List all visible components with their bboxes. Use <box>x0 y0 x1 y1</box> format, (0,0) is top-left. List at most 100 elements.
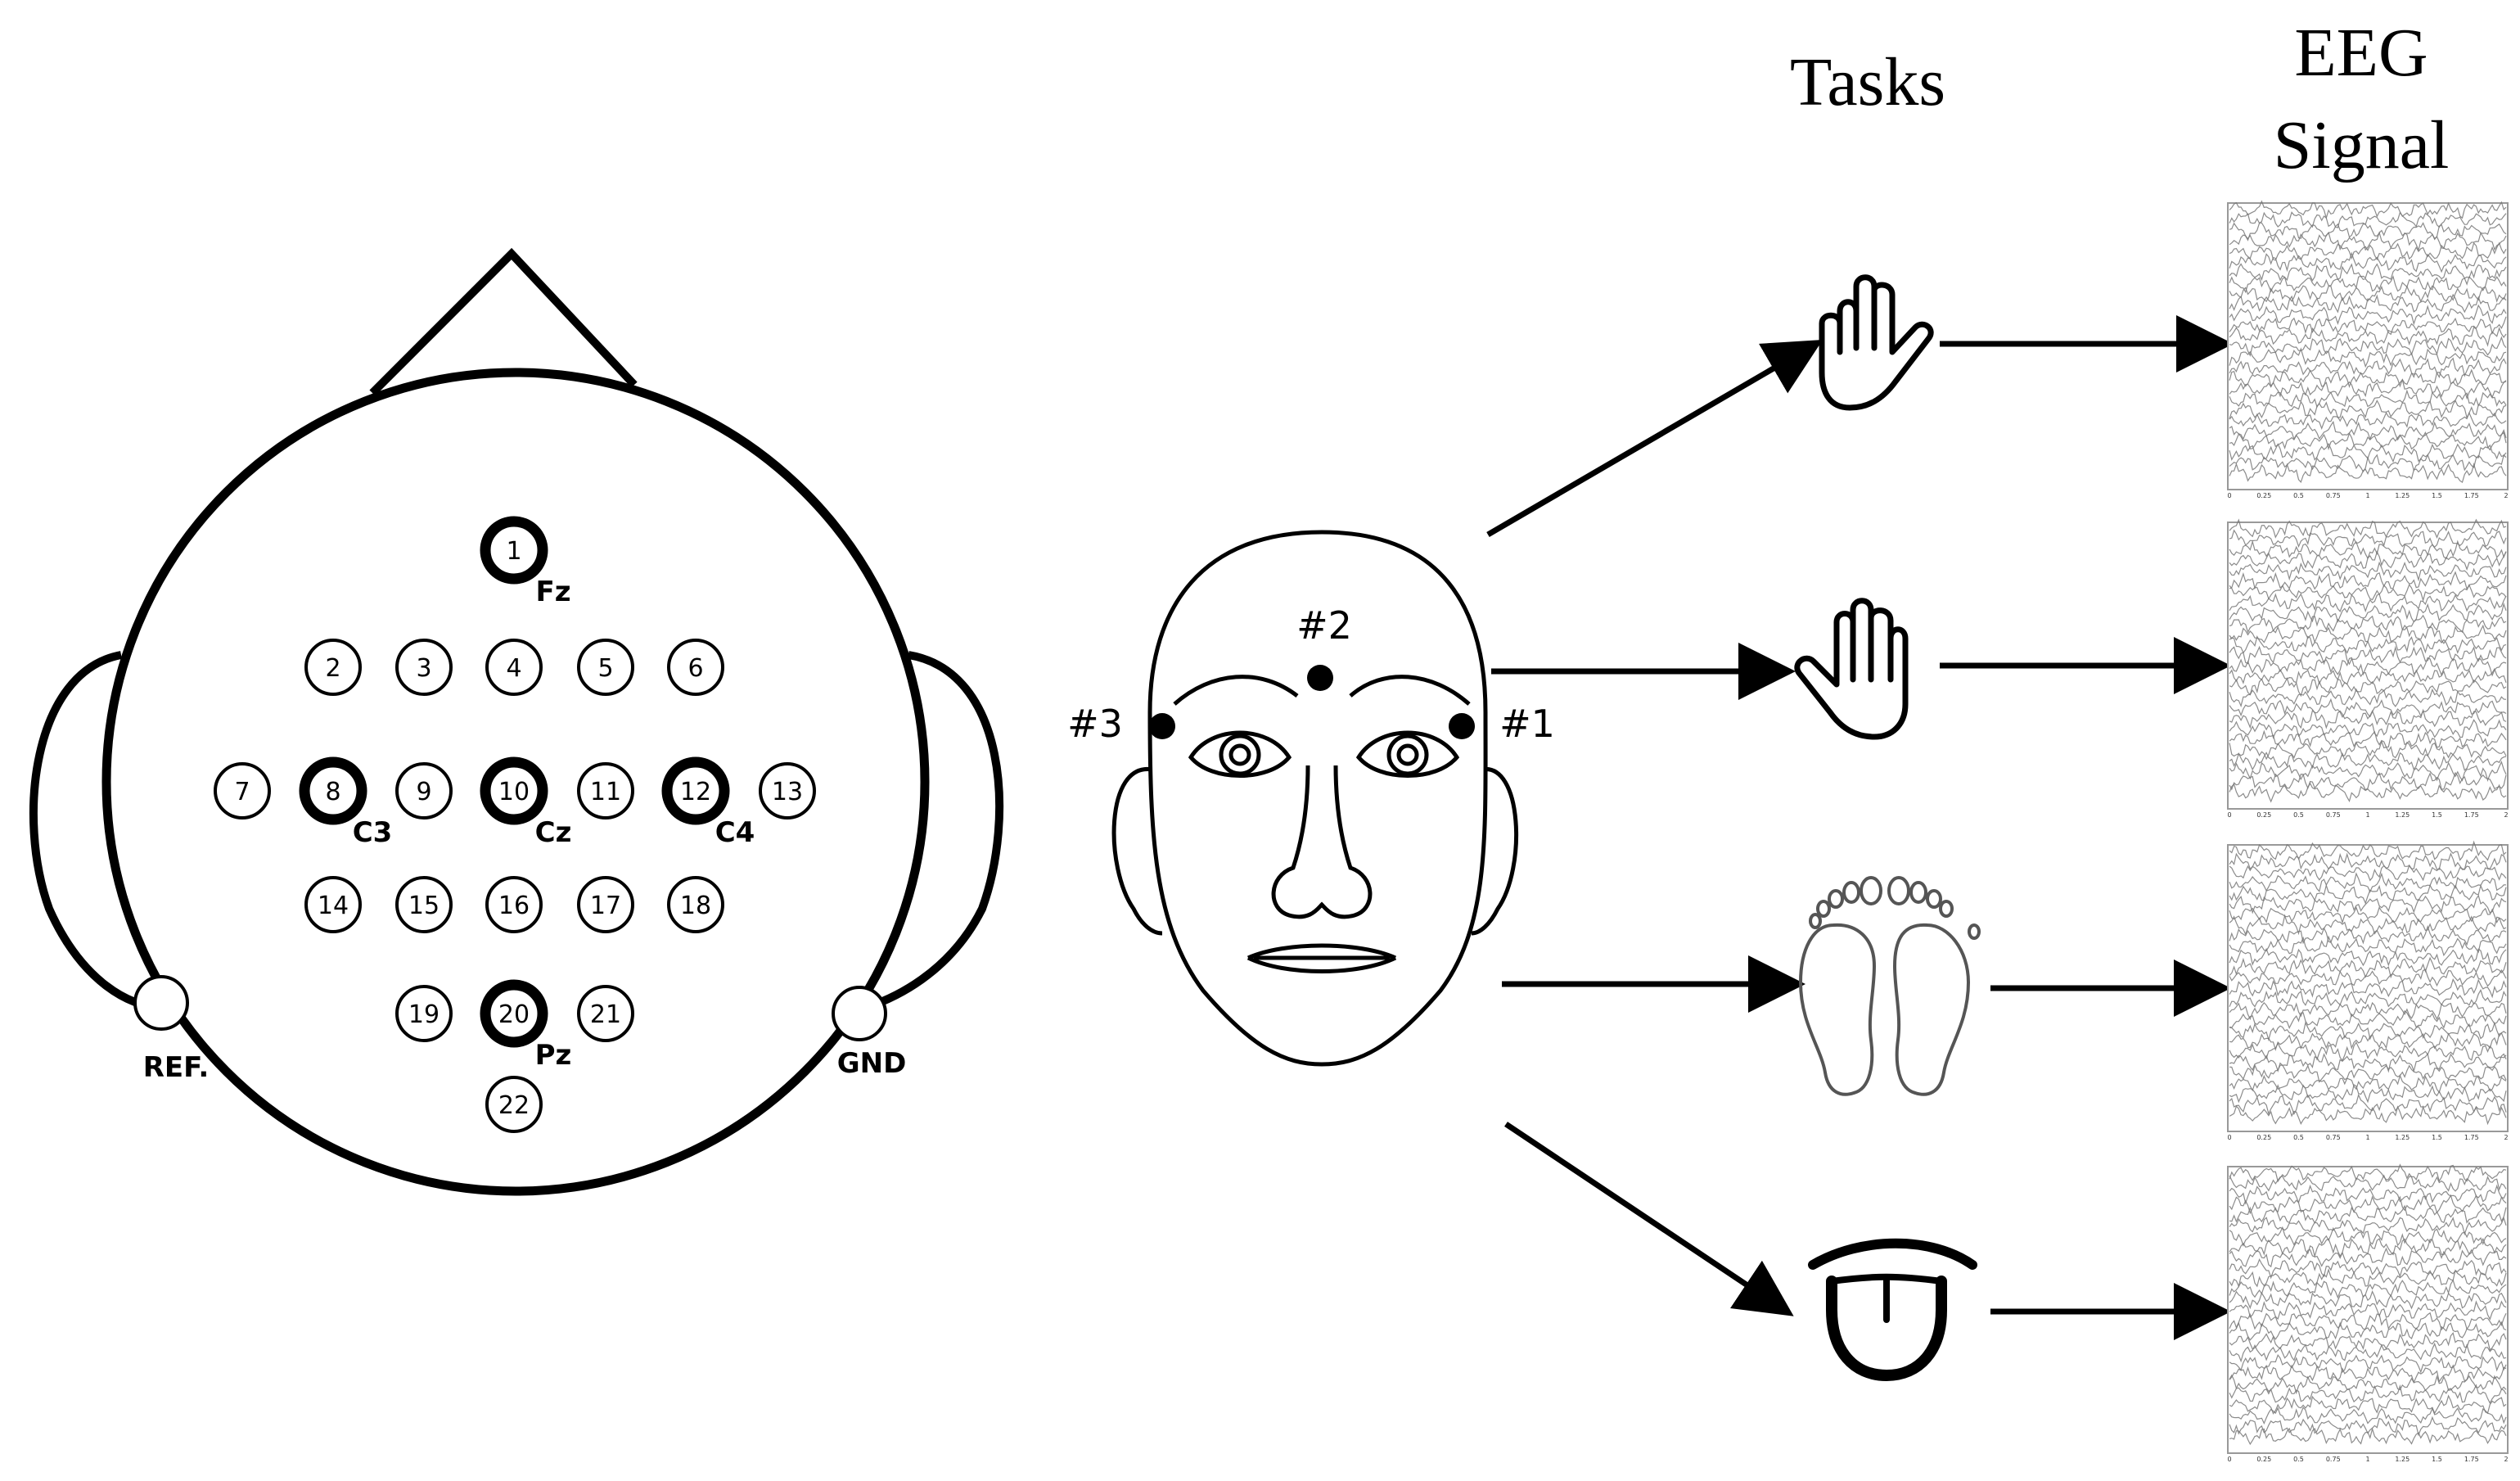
eeg-tick-label: 0.25 <box>2256 492 2271 499</box>
eeg-trace <box>2229 1032 2507 1051</box>
eeg-trace <box>2229 602 2507 623</box>
electrode-number: 3 <box>416 654 431 683</box>
eeg-tick-label: 0.5 <box>2293 1456 2304 1463</box>
eeg-trace <box>2229 1364 2507 1384</box>
left-ear <box>29 651 160 1011</box>
electrode-3: 3 <box>395 639 453 696</box>
eeg-trace <box>2229 956 2507 979</box>
gnd-label: GND <box>837 1047 907 1080</box>
eeg-trace <box>2229 688 2507 708</box>
eeg-tick-label: 0.25 <box>2256 1134 2271 1141</box>
electrode-circle <box>485 1076 543 1133</box>
eeg-tick-label: 1.25 <box>2395 1134 2410 1141</box>
left-hand-icon <box>1819 274 1934 411</box>
eeg-tick-label: 2 <box>2504 1456 2508 1463</box>
electrode-11: 11 <box>577 762 634 820</box>
eeg-tick-label: 2 <box>2504 1134 2508 1141</box>
eeg-tick-label: 1.5 <box>2432 811 2442 819</box>
eeg-trace <box>2229 761 2507 783</box>
eeg-trace <box>2229 657 2507 677</box>
eeg-tick-label: 0.5 <box>2293 492 2304 499</box>
electrode-number: 10 <box>498 778 530 806</box>
eeg-trace <box>2229 988 2507 1008</box>
eeg-trace <box>2229 1163 2507 1183</box>
eeg-trace <box>2229 593 2507 613</box>
electrode-number: 22 <box>498 1091 530 1120</box>
eeg-tick-label: 0.25 <box>2256 1456 2271 1463</box>
gnd-electrode <box>832 986 887 1041</box>
eeg-tick-label: 0.75 <box>2326 1456 2341 1463</box>
electrode-circle <box>480 979 548 1048</box>
eeg-trace <box>2229 924 2507 946</box>
right-ear <box>866 651 1004 1011</box>
eeg-trace <box>2229 1093 2507 1116</box>
electrode-number: 15 <box>408 892 440 920</box>
electrode-circle <box>577 639 634 696</box>
electrode-number: 13 <box>772 778 803 806</box>
eeg-trace <box>2229 316 2507 336</box>
face-front-view <box>1111 530 1519 1067</box>
eeg-trace <box>2229 752 2507 771</box>
eeg-trace <box>2229 614 2507 634</box>
right-eyebrow <box>1349 675 1471 706</box>
electrode-circle <box>577 876 634 933</box>
eeg-trace <box>2229 935 2507 957</box>
electrode-16: 16 <box>485 876 543 933</box>
electrode-number: 5 <box>597 654 613 683</box>
eeg-tick-label: 0 <box>2227 1134 2231 1141</box>
eeg-trace <box>2229 518 2507 539</box>
electrode-18: 18 <box>667 876 724 933</box>
electrode-label: Pz <box>535 1039 572 1072</box>
arrow-to-left-hand <box>1486 339 1824 538</box>
electrode-15: 15 <box>395 876 453 933</box>
eeg-trace <box>2229 1321 2507 1341</box>
electrode-circle <box>759 762 816 820</box>
electrode-label: C3 <box>353 816 393 849</box>
left-face-ear <box>1111 767 1163 936</box>
electrode-number: 8 <box>325 778 340 806</box>
electrode-number: 9 <box>416 778 431 806</box>
eeg-trace <box>2229 947 2507 967</box>
electrode-circle <box>485 876 543 933</box>
electrode-circle <box>214 762 271 820</box>
eeg-trace <box>2229 969 2507 987</box>
eeg-trace <box>2229 453 2507 473</box>
eeg-trace <box>2229 677 2507 698</box>
eeg-trace <box>2229 529 2507 549</box>
electrode-circle <box>480 516 548 585</box>
eeg-trace <box>2229 1009 2507 1030</box>
right-eye <box>1355 730 1460 778</box>
electrode-circle <box>661 756 730 825</box>
eeg-trace <box>2229 1174 2507 1192</box>
electrode-8: 8C3 <box>299 756 393 849</box>
right-iris <box>1386 734 1429 776</box>
eeg-trace <box>2229 1104 2507 1126</box>
electrode-circle <box>485 639 543 696</box>
left-eyebrow <box>1173 675 1299 706</box>
electrode-circle <box>667 876 724 933</box>
eog-point-3 <box>1149 713 1175 739</box>
eeg-tick-label: 2 <box>2504 811 2508 819</box>
tongue-icon <box>1808 1238 1977 1382</box>
eeg-trace <box>2229 852 2507 870</box>
electrode-number: 14 <box>318 892 349 920</box>
eeg-trace <box>2229 1184 2507 1205</box>
eeg-tick-label: 0.25 <box>2256 811 2271 819</box>
eeg-trace <box>2229 1289 2507 1310</box>
eeg-tick-label: 0.75 <box>2326 811 2341 819</box>
eeg-tick-label: 1.25 <box>2395 811 2410 819</box>
electrode-number: 17 <box>590 892 621 920</box>
eeg-tick-label: 1.25 <box>2395 1456 2410 1463</box>
electrode-circle <box>304 876 362 933</box>
eeg-trace <box>2229 368 2507 389</box>
left-iris <box>1219 734 1261 776</box>
electrode-circle <box>395 639 453 696</box>
electrode-circle <box>395 762 453 820</box>
electrode-4: 4 <box>485 639 543 696</box>
eeg-tick-label: 0.75 <box>2326 1134 2341 1141</box>
electrode-number: 7 <box>234 778 250 806</box>
